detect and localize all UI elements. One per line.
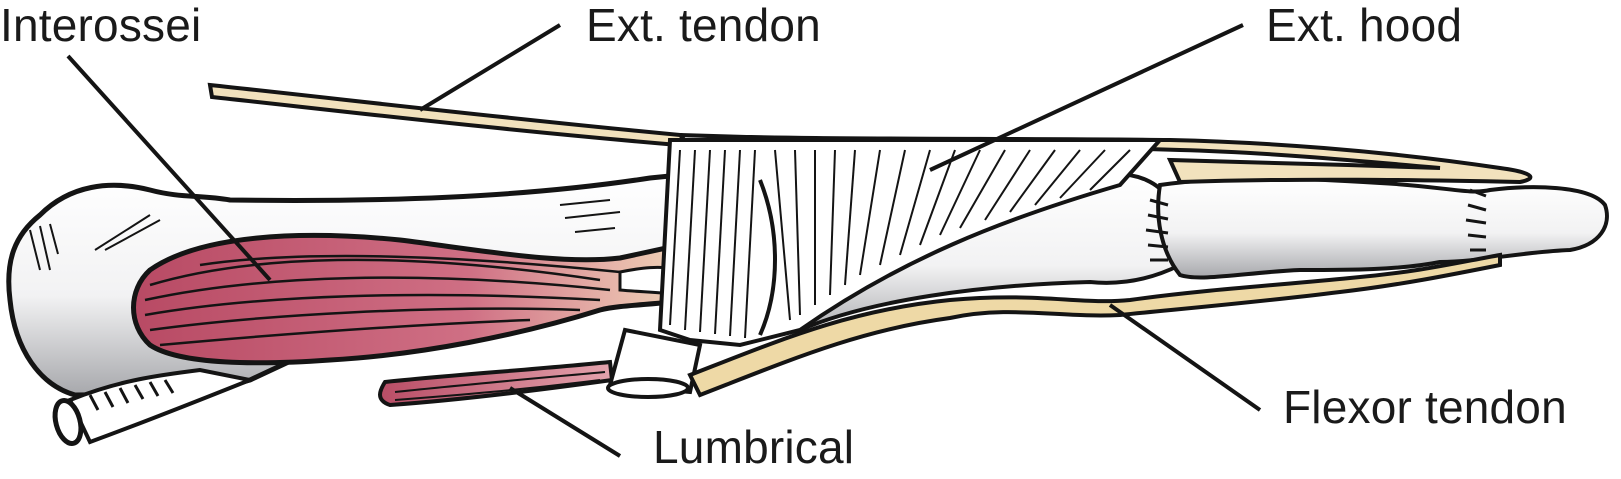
label-lumbrical: Lumbrical [653,421,855,473]
label-interossei: Interossei [0,0,202,51]
ligament-ring [606,327,703,399]
interossei-muscle [131,232,693,366]
leader-interossei [66,54,272,282]
lumbrical-muscle [378,359,615,408]
leader-flexor [1108,303,1262,412]
label-ext-tendon: Ext. tendon [586,0,821,51]
leader-ext-tendon [418,23,562,112]
label-ext-hood: Ext. hood [1266,0,1463,51]
flexor-tendon [687,252,1502,398]
extensor-hood [657,138,1165,348]
label-flexor-tendon: Flexor tendon [1283,381,1567,433]
leader-lines [66,23,1262,458]
volar-tube [52,367,257,446]
leader-ext-hood [929,23,1244,172]
leader-lumbrical [508,386,622,458]
